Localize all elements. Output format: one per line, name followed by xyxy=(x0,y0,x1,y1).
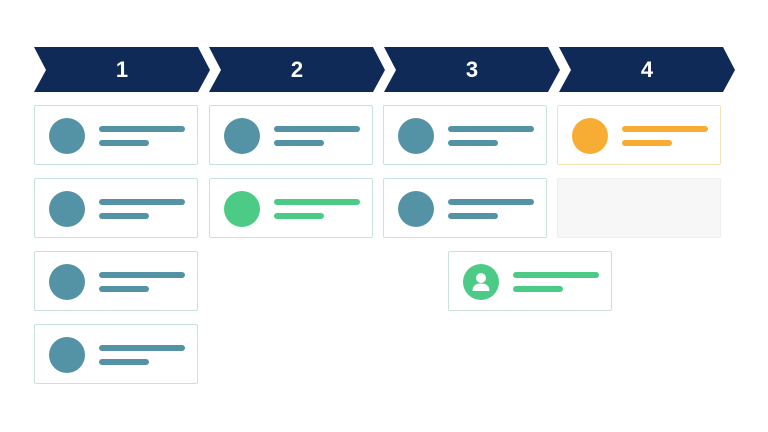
avatar xyxy=(49,191,85,227)
title-line xyxy=(99,126,185,132)
subtitle-line xyxy=(99,140,149,146)
subtitle-line xyxy=(513,286,563,292)
title-line xyxy=(513,272,599,278)
stage-2-label: 2 xyxy=(290,57,304,82)
title-line xyxy=(448,126,534,132)
title-line xyxy=(99,199,185,205)
stage-2-card-1 xyxy=(209,105,373,165)
person-icon xyxy=(472,273,490,291)
avatar xyxy=(49,264,85,300)
subtitle-line xyxy=(448,140,498,146)
stage-2-chevron xyxy=(209,47,385,92)
stage-1-card-2 xyxy=(34,178,198,238)
subtitle-line xyxy=(99,286,149,292)
drop-placeholder xyxy=(557,178,721,238)
avatar xyxy=(572,118,608,154)
stage-3-label: 3 xyxy=(465,57,479,82)
stage-1-card-3 xyxy=(34,251,198,311)
title-line xyxy=(99,345,185,351)
title-line xyxy=(622,126,708,132)
avatar xyxy=(224,191,260,227)
title-line xyxy=(99,272,185,278)
title-line xyxy=(274,199,360,205)
title-line xyxy=(274,126,360,132)
avatar xyxy=(49,337,85,373)
avatar xyxy=(398,191,434,227)
stage-1-chevron xyxy=(34,47,210,92)
avatar xyxy=(224,118,260,154)
stage-2-card-2-active xyxy=(209,178,373,238)
subtitle-line xyxy=(622,140,672,146)
subtitle-line xyxy=(99,213,149,219)
avatar xyxy=(398,118,434,154)
stage-1-label: 1 xyxy=(115,57,129,82)
subtitle-line xyxy=(99,359,149,365)
stage-1-card-4 xyxy=(34,324,198,384)
stage-4-chevron xyxy=(559,47,735,92)
stage-1-card-1 xyxy=(34,105,198,165)
avatar xyxy=(463,264,499,300)
moving-card[interactable] xyxy=(448,251,612,311)
stage-4-label: 4 xyxy=(640,57,654,82)
avatar xyxy=(49,118,85,154)
subtitle-line xyxy=(274,213,324,219)
title-line xyxy=(448,199,534,205)
stage-3-chevron xyxy=(384,47,560,92)
subtitle-line xyxy=(448,213,498,219)
stage-3-card-1 xyxy=(383,105,547,165)
stage-3-card-2 xyxy=(383,178,547,238)
stage-header xyxy=(34,47,735,92)
subtitle-line xyxy=(274,140,324,146)
stage-4-card-1 xyxy=(557,105,721,165)
